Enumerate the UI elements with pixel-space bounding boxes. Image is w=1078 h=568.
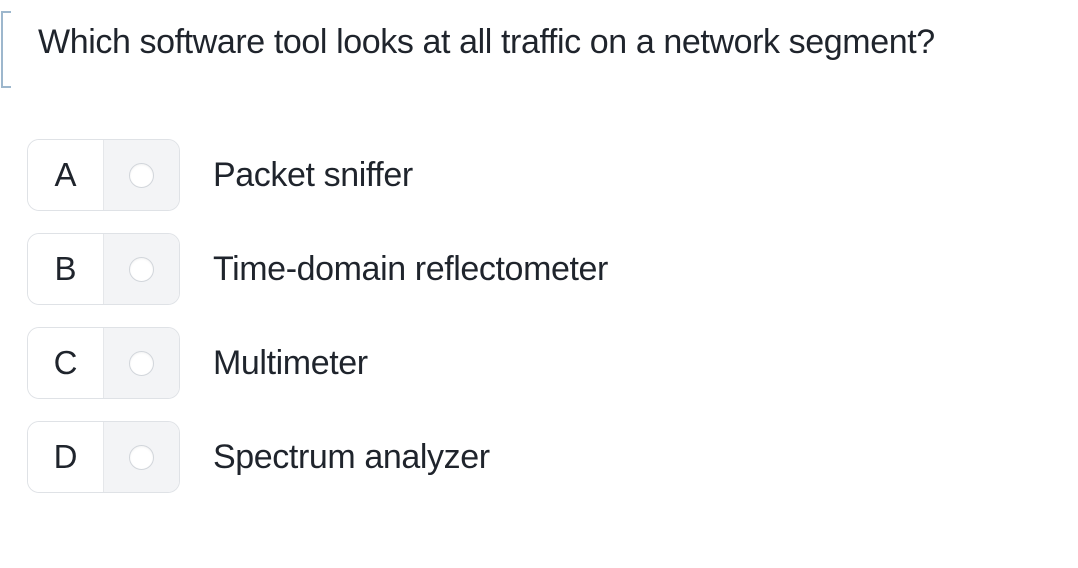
answer-option-d[interactable]: D Spectrum analyzer — [27, 421, 608, 493]
option-d-pill[interactable]: D — [27, 421, 180, 493]
answer-option-c[interactable]: C Multimeter — [27, 327, 608, 399]
question-text: Which software tool looks at all traffic… — [38, 23, 935, 61]
option-b-radio-button[interactable] — [129, 256, 154, 282]
option-b-pill[interactable]: B — [27, 233, 180, 305]
option-c-label: Multimeter — [213, 343, 368, 382]
option-d-letter[interactable]: D — [28, 422, 104, 492]
option-a-label: Packet sniffer — [213, 155, 413, 194]
option-a-letter[interactable]: A — [28, 140, 104, 210]
option-c-pill[interactable]: C — [27, 327, 180, 399]
option-a-radio-button[interactable] — [129, 162, 154, 188]
option-d-radio-button[interactable] — [129, 444, 154, 470]
answer-option-b[interactable]: B Time-domain reflectometer — [27, 233, 608, 305]
answer-option-a[interactable]: A Packet sniffer — [27, 139, 608, 211]
option-c-radio-cell[interactable] — [104, 328, 179, 398]
option-c-radio-button[interactable] — [129, 350, 154, 376]
answer-options-list: A Packet sniffer B Time-domain reflectom… — [27, 139, 608, 515]
option-b-letter[interactable]: B — [28, 234, 104, 304]
option-d-label: Spectrum analyzer — [213, 437, 490, 476]
question-focus-bracket — [1, 11, 11, 88]
option-d-radio-cell[interactable] — [104, 422, 179, 492]
option-b-label: Time-domain reflectometer — [213, 249, 608, 288]
option-a-radio-cell[interactable] — [104, 140, 179, 210]
option-b-radio-cell[interactable] — [104, 234, 179, 304]
option-a-pill[interactable]: A — [27, 139, 180, 211]
option-c-letter[interactable]: C — [28, 328, 104, 398]
